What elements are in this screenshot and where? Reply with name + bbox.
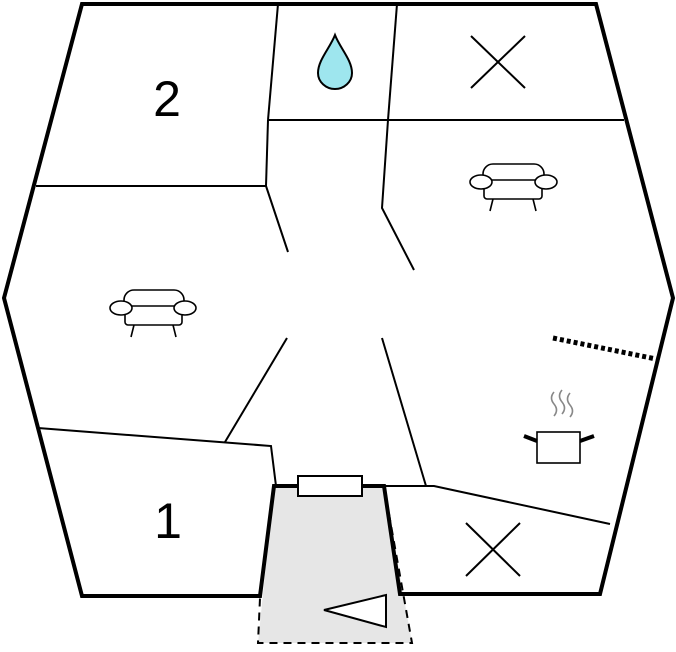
cross-icon <box>465 522 521 577</box>
partial-wall <box>552 335 657 362</box>
entrance-arrow-icon <box>323 593 387 629</box>
cooking-pot-icon <box>523 389 595 464</box>
sofa-icon <box>469 163 558 212</box>
sofa-icon <box>109 289 197 338</box>
bedroom-1-label: 1 <box>154 493 182 549</box>
bedroom-2-label: 2 <box>153 71 181 127</box>
front-door <box>297 475 363 497</box>
cross-icon <box>470 35 526 89</box>
water-drop-icon <box>316 32 354 91</box>
interior-walls <box>36 3 624 525</box>
